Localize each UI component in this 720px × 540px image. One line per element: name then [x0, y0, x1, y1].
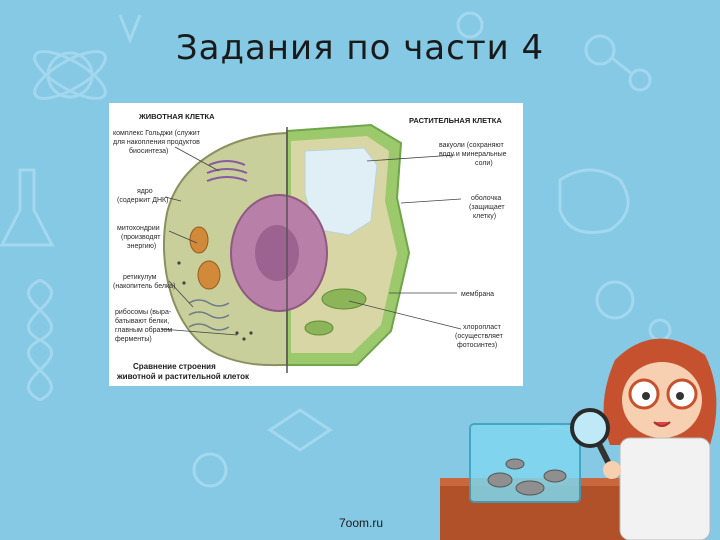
mitochondria-label: митохондрии (производят энергию)	[117, 225, 162, 250]
animal-cell	[162, 131, 328, 367]
nucleolus	[255, 225, 299, 281]
vacuole-label: вакуоли (сохраняют воду и минеральные со…	[439, 142, 509, 167]
chloroplast-label: хлоропласт (осуществляет фотосинтез)	[455, 324, 505, 349]
cell-comparison-figure: ЖИВОТНАЯ КЛЕТКА РАСТИТЕЛЬНАЯ КЛЕТКА комп…	[109, 103, 523, 386]
chloroplast	[321, 288, 367, 310]
leader-lines	[160, 146, 462, 336]
animal-cell-membrane	[162, 131, 288, 367]
cell-wall-label: оболочка (защищает клетку)	[469, 194, 507, 220]
microbe-doodle-icon	[558, 168, 630, 234]
animal-cell-header: ЖИВОТНАЯ КЛЕТКА	[138, 112, 215, 121]
magnifier-icon	[570, 408, 610, 448]
slide-title: Задания по части 4	[175, 28, 545, 68]
plant-cell-header: РАСТИТЕЛЬНАЯ КЛЕТКА	[409, 116, 502, 125]
reticulum	[188, 299, 230, 331]
mitochondria	[189, 226, 221, 290]
lab-coat	[619, 437, 711, 540]
flask-doodle-icon	[0, 168, 55, 247]
scientist-girl-illustration	[440, 338, 717, 540]
reticulum-label: ретикулум (накопитель белка)	[113, 274, 175, 290]
footer-source: 7oom.ru	[339, 516, 384, 530]
golgi-complex	[206, 160, 248, 182]
vacuole	[304, 147, 378, 236]
golgi-label: комплекс Гольджи (служит для накопления …	[113, 130, 202, 155]
membrane-label: мембрана	[461, 290, 494, 298]
ribosomes-label: рибосомы (выра- батывают белки, главным …	[115, 308, 174, 343]
ribosomes	[177, 261, 253, 341]
molecule-doodle-icon	[584, 34, 616, 66]
plant-cell	[286, 123, 411, 366]
nucleus-label: ядро (содержит ДНК)	[117, 188, 168, 204]
figure-caption: Сравнение строения животной и растительн…	[116, 362, 250, 381]
